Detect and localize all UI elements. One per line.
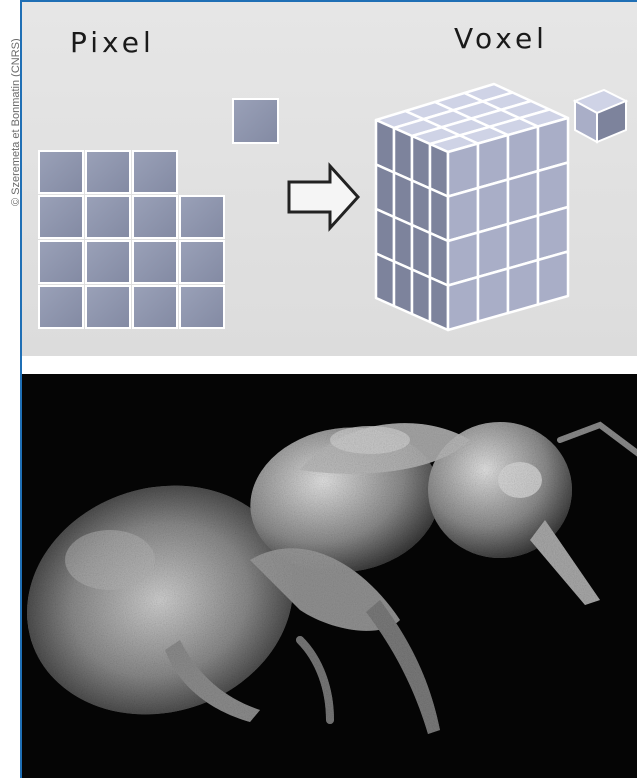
pixel-tile xyxy=(86,151,130,193)
pixel-tile xyxy=(133,241,177,283)
voxel-left-face xyxy=(394,262,412,315)
arrow-right-icon xyxy=(289,166,358,228)
voxel-front-face xyxy=(538,252,568,305)
pixel-tile xyxy=(180,241,224,283)
pixel-tile xyxy=(39,151,83,193)
pixel-tile xyxy=(39,196,83,238)
pixel-tile xyxy=(86,286,130,328)
pixel-tile xyxy=(180,196,224,238)
insect-ct-scan xyxy=(0,415,637,748)
voxel-cube xyxy=(376,84,568,330)
single-voxel xyxy=(575,90,626,142)
single-pixel-tile xyxy=(233,99,278,143)
voxel-front-face xyxy=(478,269,508,322)
pixel-tile xyxy=(133,196,177,238)
pixel-grid xyxy=(39,151,224,328)
voxel-left-face xyxy=(430,278,448,331)
pixel-tile xyxy=(133,151,177,193)
pixel-tile xyxy=(39,286,83,328)
voxel-left-face xyxy=(376,254,394,307)
voxel-front-face xyxy=(508,260,538,313)
pixel-tile xyxy=(86,196,130,238)
pixel-tile xyxy=(180,286,224,328)
pixel-tile xyxy=(133,286,177,328)
voxel-left-face xyxy=(412,270,430,323)
voxel-front-face xyxy=(448,277,478,330)
pixel-tile xyxy=(39,241,83,283)
pixel-tile xyxy=(86,241,130,283)
